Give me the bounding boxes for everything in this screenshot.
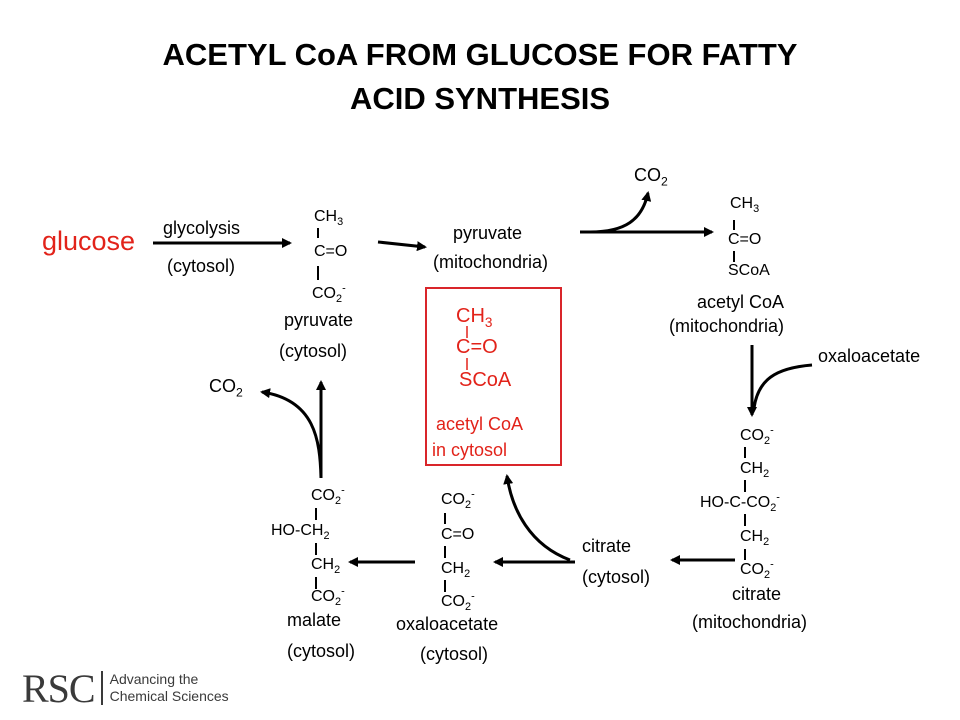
rsc-logo-divider <box>100 671 103 705</box>
citrate-cytosol-location: (cytosol) <box>582 567 651 587</box>
oxaloacetate-r3: CH2 <box>441 560 471 581</box>
co2-left-label: CO2 <box>209 376 243 400</box>
pyruvate-co2: CO2- <box>312 282 346 306</box>
oxaloacetate-in-label: oxaloacetate <box>818 346 921 366</box>
acetyl-mito-location: (mitochondria) <box>669 316 785 336</box>
rsc-logo-tagline-1: Advancing the <box>109 671 199 687</box>
rsc-logo-tagline: Advancing the Chemical Sciences <box>110 671 229 705</box>
slide-title-line-2: ACID SYNTHESIS <box>349 81 611 116</box>
acetyl-cytosol-ch3: CH3 <box>456 305 493 330</box>
co2-top-label: CO2 <box>634 165 668 189</box>
acetyl-cytosol-name: acetyl CoA <box>436 414 524 434</box>
malate-r3: CH2 <box>311 556 341 577</box>
arrow-co2-release-top <box>589 191 652 234</box>
acetyl-cytosol-highlight-box <box>425 287 562 466</box>
acetyl-mito-scoa: SCoA <box>728 262 770 279</box>
citrate-cytosol-name: citrate <box>582 536 632 556</box>
citrate-mito-location: (mitochondria) <box>692 612 808 632</box>
glucose-label: glucose <box>42 226 136 256</box>
acetyl-mito-name: acetyl CoA <box>697 292 785 312</box>
glycolysis-location: (cytosol) <box>167 256 236 276</box>
acetyl-cytosol-co: C=O <box>456 336 498 358</box>
rsc-logo-mark: RSC <box>22 665 96 711</box>
acetyl-mito-co: C=O <box>728 231 762 248</box>
pyruvate-mito-location: (mitochondria) <box>433 252 549 272</box>
malate-name: malate <box>287 610 342 630</box>
malate-r1: CO2- <box>311 484 345 508</box>
malate-r2: HO-CH2 <box>271 522 330 543</box>
malate-r4: CO2- <box>311 585 345 609</box>
arrow-co2-release-left <box>260 388 323 479</box>
citrate-r4: CH2 <box>740 528 770 549</box>
citrate-mito-name: citrate <box>732 584 782 604</box>
pyruvate-co: C=O <box>314 243 348 260</box>
arrow-pyruvate-transport <box>377 240 427 252</box>
glycolysis-label: glycolysis <box>163 218 241 238</box>
citrate-r2: CH2 <box>740 460 770 481</box>
oxaloacetate-r1: CO2- <box>441 488 475 512</box>
oxaloacetate-r2: C=O <box>441 526 475 543</box>
arrow-citrate-to-acetyl-cytosol <box>503 474 571 562</box>
rsc-logo: RSC Advancing the Chemical Sciences <box>22 666 229 711</box>
oxaloacetate-cytosol-location: (cytosol) <box>420 644 489 664</box>
pyruvate-ch3: CH3 <box>314 208 344 229</box>
oxaloacetate-cytosol-name: oxaloacetate <box>396 614 499 634</box>
acetyl-cytosol-scoa: SCoA <box>459 369 512 391</box>
malate-location: (cytosol) <box>287 641 356 661</box>
oxaloacetate-r4: CO2- <box>441 590 475 614</box>
pyruvate-mito-name: pyruvate <box>453 223 523 243</box>
pyruvate-cytosol-location: (cytosol) <box>279 341 348 361</box>
acetyl-mito-ch3: CH3 <box>730 195 760 216</box>
slide-title-line-1: ACETYL CoA FROM GLUCOSE FOR FATTY <box>162 37 798 72</box>
arrow-oxaloacetate-in <box>752 363 813 409</box>
acetyl-cytosol-location: in cytosol <box>432 440 508 460</box>
rsc-logo-tagline-2: Chemical Sciences <box>109 688 229 704</box>
pyruvate-cytosol-name: pyruvate <box>284 310 354 330</box>
citrate-r1: CO2- <box>740 424 774 448</box>
citrate-r3: HO-C-CO2- <box>700 491 780 515</box>
citrate-r5: CO2- <box>740 558 774 582</box>
